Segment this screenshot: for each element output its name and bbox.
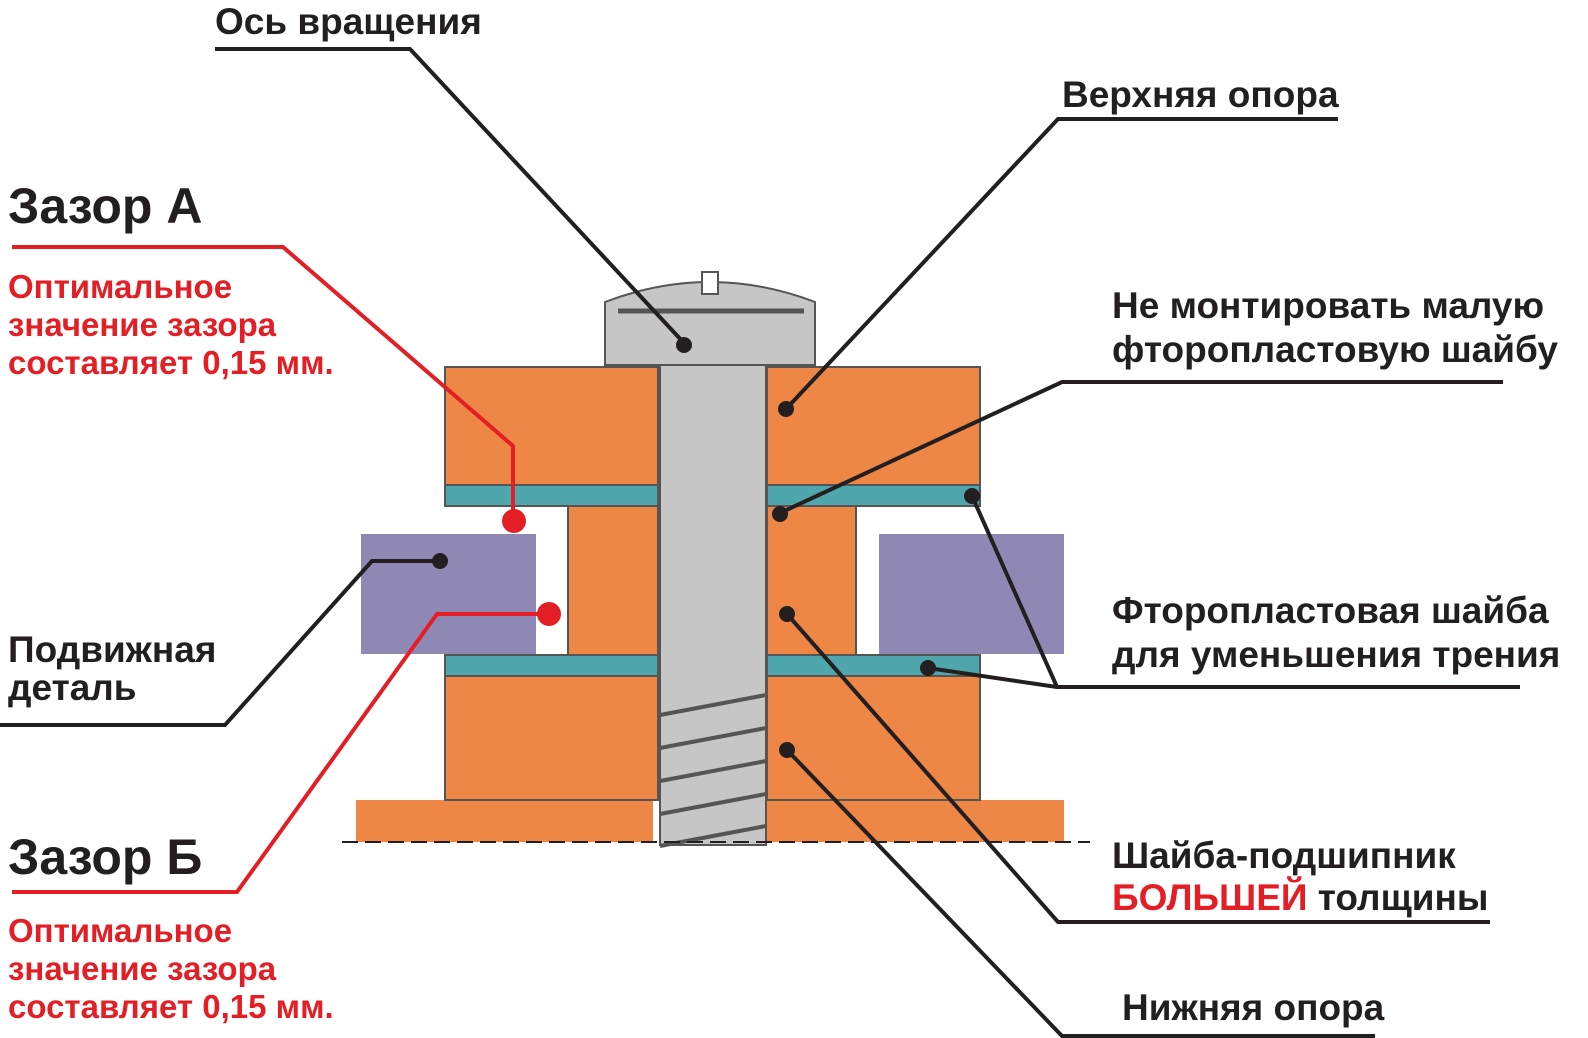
marker-moving-part [432, 553, 448, 569]
leader-bearing-washer [785, 612, 1490, 924]
marker-gap-b [537, 602, 561, 626]
marker-rotation-axis [676, 337, 692, 353]
gap-leaders [12, 245, 561, 894]
leader-lower-support [785, 748, 1375, 1038]
label-upper-support: Верхняя опора [1062, 74, 1339, 115]
bearing-washer-right [766, 505, 857, 656]
leader-gap-a [12, 245, 515, 521]
marker-gap-a [502, 509, 526, 533]
leader-no-small-washer [779, 380, 1503, 515]
gap-a-title: Зазор А [8, 178, 202, 234]
lower-support-right [766, 675, 981, 801]
gap-b-note: Оптимальное значение зазора составляет 0… [8, 912, 334, 1025]
bearing-washer-left [567, 505, 659, 656]
leader-ptfe-washer-bottom [927, 666, 1058, 689]
upper-support-right [766, 366, 981, 486]
label-moving-part: Подвижная деталь [8, 629, 227, 708]
leader-gap-b [12, 612, 548, 894]
base-plate-right [767, 800, 1064, 842]
lower-washer-left [444, 654, 659, 677]
upper-washer-right [766, 484, 981, 507]
marker-lower-support [779, 742, 795, 758]
leader-moving-part [0, 559, 440, 727]
upper-washer-left [444, 484, 659, 507]
gap-a-note: Оптимальное значение зазора составляет 0… [8, 268, 334, 381]
marker-upper-support [778, 401, 794, 417]
labels: Ось вращения Верхняя опора Не монтироват… [8, 1, 1560, 1028]
moving-part-left [361, 534, 536, 654]
marker-no-small-washer [772, 506, 788, 522]
base-plate-left [356, 800, 653, 842]
label-lower-support: Нижняя опора [1122, 987, 1385, 1028]
label-rotation-axis: Ось вращения [215, 1, 482, 42]
lower-support-left [444, 675, 659, 801]
marker-ptfe-washer-bottom [920, 660, 936, 676]
leaders [0, 47, 1520, 1038]
leader-upper-support [784, 117, 1338, 411]
assembly [342, 271, 1090, 848]
label-bearing-washer: Шайба-подшипник БОЛЬШЕЙ толщины [1112, 835, 1488, 918]
label-no-small-washer: Не монтировать малую фторопластовую шайб… [1112, 285, 1558, 370]
axis-head-slot [701, 271, 719, 295]
marker-ptfe-washer-top [964, 488, 980, 504]
marker-bearing-washer [779, 606, 795, 622]
upper-support-left [444, 366, 659, 486]
label-ptfe-washer: Фторопластовая шайба для уменьшения трен… [1112, 590, 1560, 675]
gap-b-title: Зазор Б [8, 829, 202, 885]
leader-rotation-axis [215, 47, 686, 345]
